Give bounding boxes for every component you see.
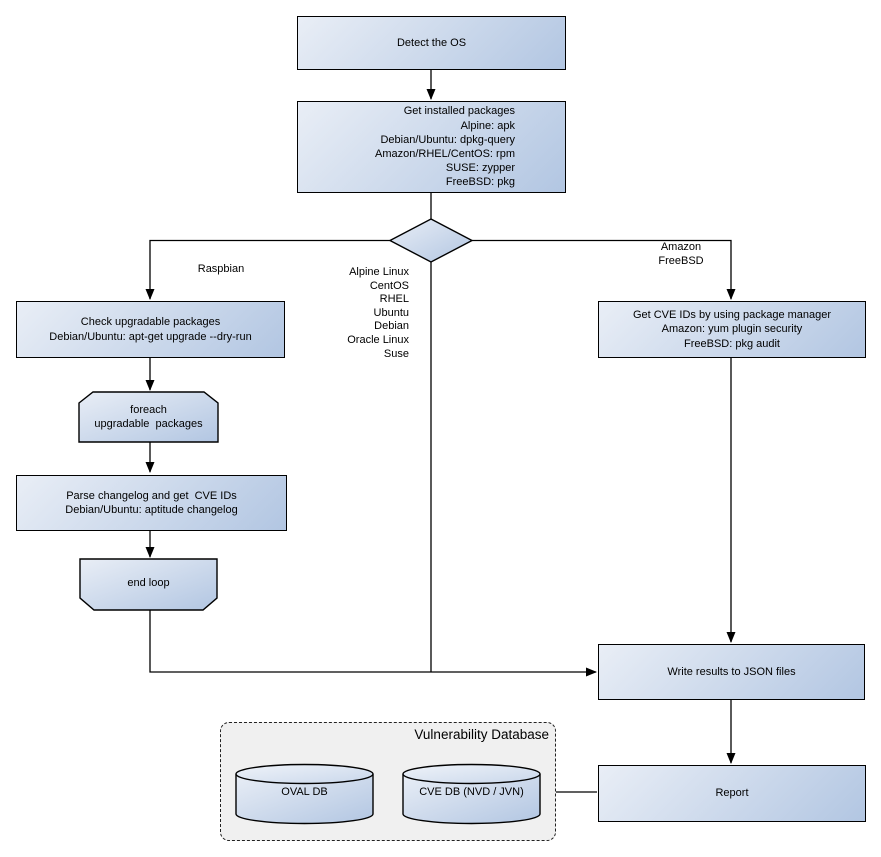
- edge-label-os-list: Alpine Linux CentOS RHEL Ubuntu Debian O…: [347, 266, 409, 360]
- node-get-installed-packages-label: Get installed packages Alpine: apk Debia…: [375, 105, 515, 189]
- node-get-cve-ids-label: Get CVE IDs by using package manager Ama…: [632, 308, 832, 350]
- cve-db-cylinder: [402, 763, 541, 825]
- edge-decision-to-check-upgradable: [145, 239, 390, 300]
- edge-label-amazon-freebsd: Amazon FreeBSD: [658, 241, 704, 267]
- node-check-upgradable-packages: Check upgradable packages Debian/Ubuntu:…: [16, 301, 285, 358]
- node-report-label: Report: [715, 787, 749, 800]
- node-write-results: Write results to JSON files: [598, 644, 865, 700]
- edges: [145, 70, 736, 793]
- oval-db-label: OVAL DB: [281, 786, 328, 798]
- os-decision-diamond: [388, 218, 474, 263]
- foreach-loop-label: foreach upgradable packages: [79, 392, 218, 442]
- node-detect-os: Detect the OS: [297, 16, 566, 70]
- foreach-loop-shape: [78, 391, 219, 443]
- node-get-installed-packages: Get installed packages Alpine: apk Debia…: [297, 101, 566, 193]
- foreach-loop-text: foreach upgradable packages: [94, 404, 203, 430]
- node-parse-changelog: Parse changelog and get CVE IDs Debian/U…: [16, 475, 287, 531]
- edge-endloop-to-write: [149, 610, 597, 677]
- cve-db-label: CVE DB (NVD / JVN): [419, 786, 524, 798]
- end-loop-label: end loop: [80, 559, 217, 607]
- end-loop-shape: [79, 558, 218, 611]
- vulnerability-database-title: Vulnerability Database: [414, 727, 549, 742]
- edge-decision-to-get-cve: [472, 239, 736, 300]
- node-detect-os-label: Detect the OS: [396, 36, 467, 49]
- oval-db-cylinder: [235, 763, 374, 825]
- node-parse-changelog-label: Parse changelog and get CVE IDs Debian/U…: [65, 489, 238, 517]
- node-write-results-label: Write results to JSON files: [667, 665, 796, 678]
- node-get-cve-ids: Get CVE IDs by using package manager Ama…: [598, 301, 866, 358]
- node-report: Report: [598, 765, 866, 822]
- edge-label-raspbian: Raspbian: [197, 263, 245, 275]
- end-loop-text: end loop: [127, 577, 170, 589]
- node-check-upgradable-packages-label: Check upgradable packages Debian/Ubuntu:…: [49, 316, 252, 343]
